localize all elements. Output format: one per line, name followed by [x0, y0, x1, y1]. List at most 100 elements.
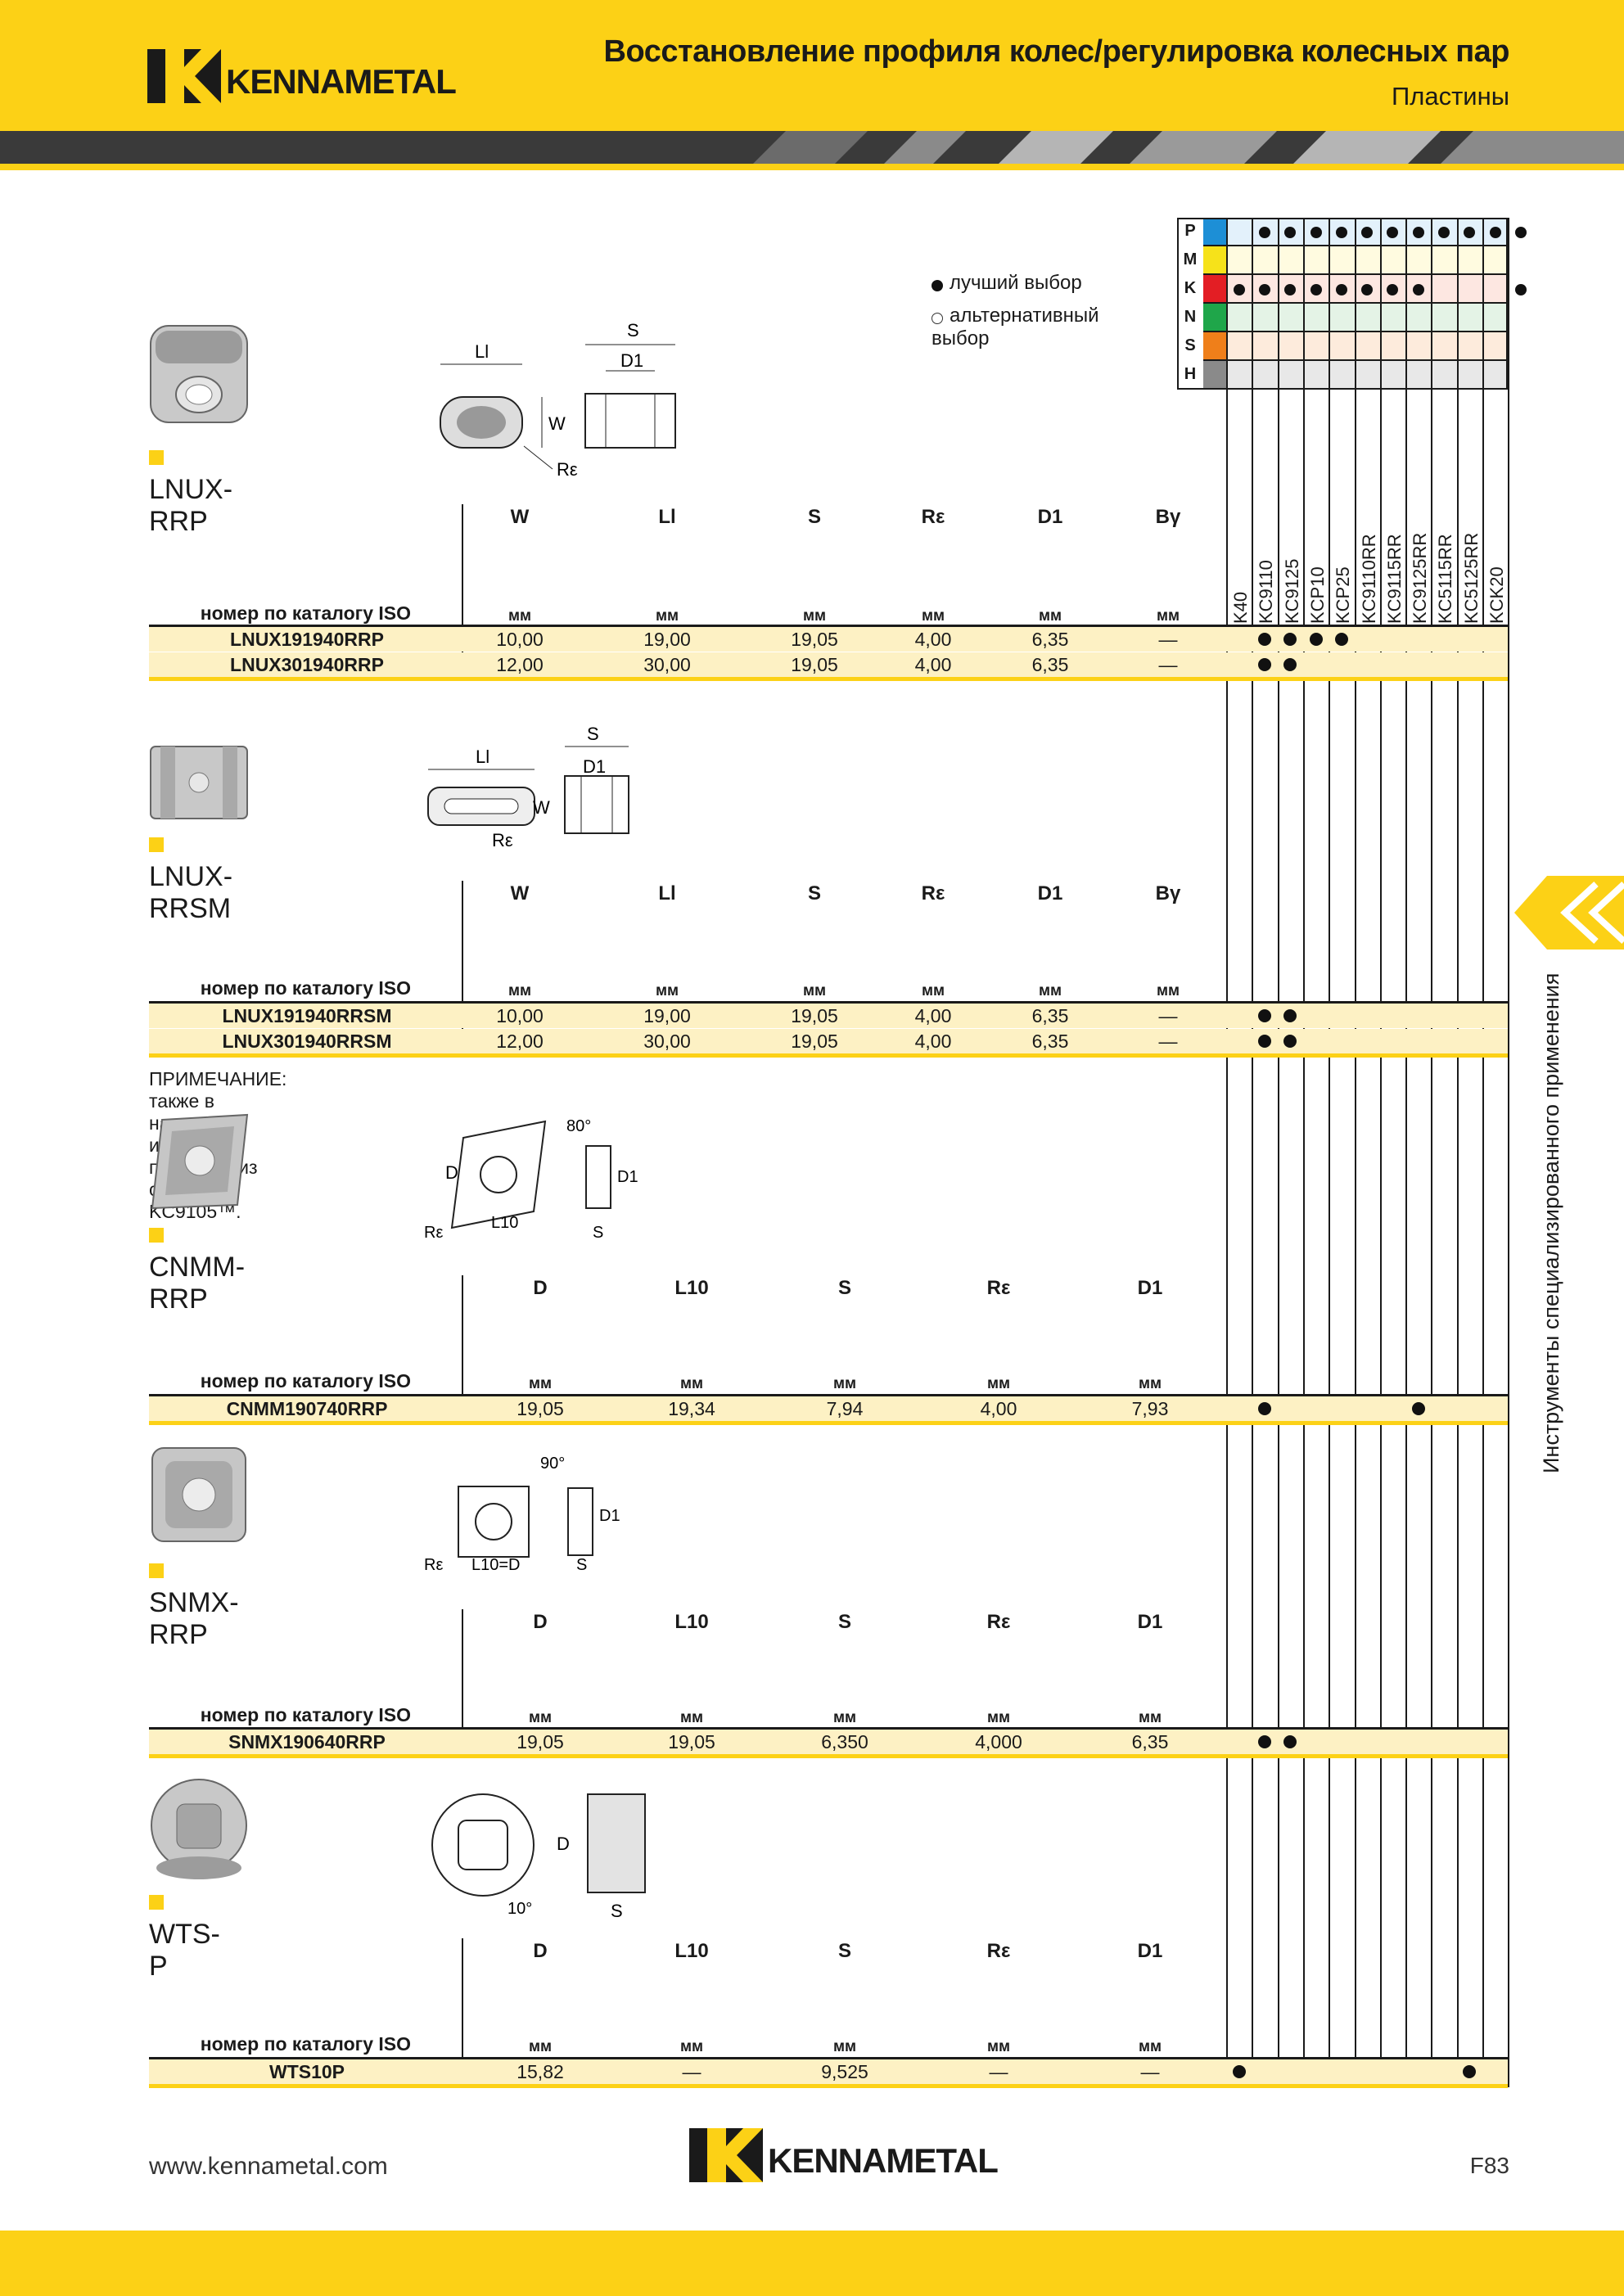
- column-unit: мм: [832, 2038, 857, 2055]
- legend-best-dot: [932, 280, 943, 291]
- suitability-dot: [1361, 284, 1374, 295]
- grade-label: KCP25: [1333, 566, 1354, 624]
- table-cell: 19,05: [791, 1031, 838, 1052]
- header-stripe: [0, 131, 1624, 164]
- material-letter: S: [1184, 336, 1196, 354]
- dim-re: Rε: [492, 830, 513, 850]
- suitability-dot: [1361, 227, 1374, 238]
- table-cell: 4,00: [914, 654, 952, 675]
- column-header: L10: [674, 1611, 709, 1633]
- iso-catalog-label: номер по каталогу ISO: [200, 977, 411, 999]
- table-cell: 30,00: [643, 1031, 691, 1052]
- suitability-dot: [1464, 227, 1476, 238]
- dim-ll: Ll: [476, 747, 489, 767]
- column-unit: мм: [832, 1375, 857, 1392]
- table-cell: 9,525: [821, 2061, 868, 2082]
- recommended-grade-dot: [1257, 1402, 1271, 1415]
- table-cell: 7,94: [826, 1398, 864, 1419]
- column-header: D1: [1037, 506, 1063, 528]
- table-divider: [462, 1609, 463, 1754]
- side-chevron-tab: [1514, 876, 1624, 950]
- page-subtitle: Пластины: [1391, 82, 1509, 111]
- lnux-rrsm-drawing: Ll S D1 W Rε: [427, 724, 629, 850]
- column-unit: мм: [655, 982, 679, 999]
- logo-wordmark: KENNAMETAL: [226, 62, 457, 101]
- dim-re: Rε: [557, 459, 578, 480]
- suitability-dot: [1258, 227, 1270, 238]
- dim-angle: 80°: [566, 1117, 591, 1135]
- column-unit: мм: [1156, 607, 1180, 625]
- product-name: CNMM-RRP: [149, 1252, 246, 1315]
- table-bottom-rule: [149, 1754, 1508, 1758]
- column-unit: мм: [679, 1375, 704, 1392]
- table-row: [149, 2059, 1508, 2084]
- recommended-grade-dot: [1283, 633, 1297, 646]
- dim-w: W: [548, 413, 566, 434]
- dim-d1: D1: [620, 350, 643, 371]
- dim-angle: 10°: [508, 1900, 532, 1918]
- material-letter: H: [1184, 365, 1197, 383]
- column-header: S: [807, 882, 821, 904]
- table-cell: 4,00: [914, 1005, 952, 1026]
- wts-p-drawing: D 10° S: [431, 1793, 646, 1921]
- grade-label: KC9125RR: [1410, 532, 1431, 624]
- column-unit: мм: [802, 607, 827, 625]
- table-cell: 4,00: [980, 1398, 1017, 1419]
- dim-l10: L10: [491, 1214, 518, 1232]
- grade-column-line: [1302, 218, 1305, 2087]
- recommended-grade-dot: [1257, 658, 1271, 671]
- catalog-number: SNMX190640RRP: [228, 1731, 386, 1752]
- material-box-border: [1177, 218, 1508, 390]
- material-letter: P: [1184, 222, 1196, 240]
- table-cell: 30,00: [643, 654, 691, 675]
- column-unit: мм: [528, 1375, 553, 1392]
- column-unit: мм: [986, 1375, 1011, 1392]
- suitability-dot: [1335, 284, 1347, 295]
- grade-column-line: [1252, 218, 1254, 2087]
- grade-label: KC9125: [1281, 558, 1302, 624]
- column-unit: мм: [921, 982, 945, 999]
- grade-label: K40: [1230, 591, 1251, 624]
- grade-column-line: [1431, 218, 1433, 2087]
- iso-catalog-label: номер по каталогу ISO: [200, 1704, 411, 1725]
- table-cell: 6,35: [1031, 1031, 1069, 1052]
- grade-column-line: [1329, 218, 1331, 2087]
- column-header: S: [837, 1940, 851, 1962]
- grade-column-line: [1405, 218, 1408, 2087]
- footer-url[interactable]: www.kennametal.com: [149, 2153, 388, 2180]
- column-header: D1: [1137, 1940, 1163, 1962]
- table-cell: 19,05: [791, 629, 838, 650]
- dim-d: D: [557, 1834, 570, 1854]
- table-divider: [462, 1938, 463, 2084]
- dim-re: Rε: [424, 1224, 443, 1242]
- table-cell: 6,35: [1131, 1731, 1169, 1752]
- table-cell: 19,05: [517, 1398, 564, 1419]
- grade-column-line: [1456, 218, 1459, 2087]
- dim-s: S: [576, 1556, 587, 1574]
- page-number: F83: [1469, 2153, 1509, 2178]
- table-top-rule: [149, 1394, 1508, 1396]
- product-name: LNUX-RRP: [149, 474, 233, 537]
- dim-w: W: [533, 797, 550, 818]
- table-cell: —: [1140, 2061, 1160, 2082]
- table-bottom-rule: [149, 2084, 1508, 2088]
- dim-s: S: [611, 1901, 623, 1921]
- footer-logo: KENNAMETAL: [689, 2128, 999, 2186]
- column-unit: мм: [528, 2038, 553, 2055]
- recommended-grade-dot: [1257, 1035, 1271, 1048]
- column-header: Bγ: [1155, 882, 1181, 904]
- wts-p-insert-image: [151, 1779, 247, 1879]
- column-unit: мм: [679, 1709, 704, 1726]
- dim-angle: 90°: [540, 1455, 565, 1473]
- table-bottom-rule: [149, 1421, 1508, 1425]
- catalog-number: WTS10P: [268, 2061, 345, 2082]
- dim-d1: D1: [617, 1168, 638, 1186]
- yellow-square-icon: [149, 837, 164, 852]
- material-row-bg: [1226, 304, 1508, 332]
- grade-label: KCK20: [1486, 566, 1507, 624]
- column-unit: мм: [1038, 982, 1062, 999]
- suitability-dot: [1412, 284, 1424, 295]
- table-top-rule: [149, 2057, 1508, 2059]
- column-header: D: [533, 1611, 548, 1633]
- dim-ll: Ll: [475, 341, 489, 362]
